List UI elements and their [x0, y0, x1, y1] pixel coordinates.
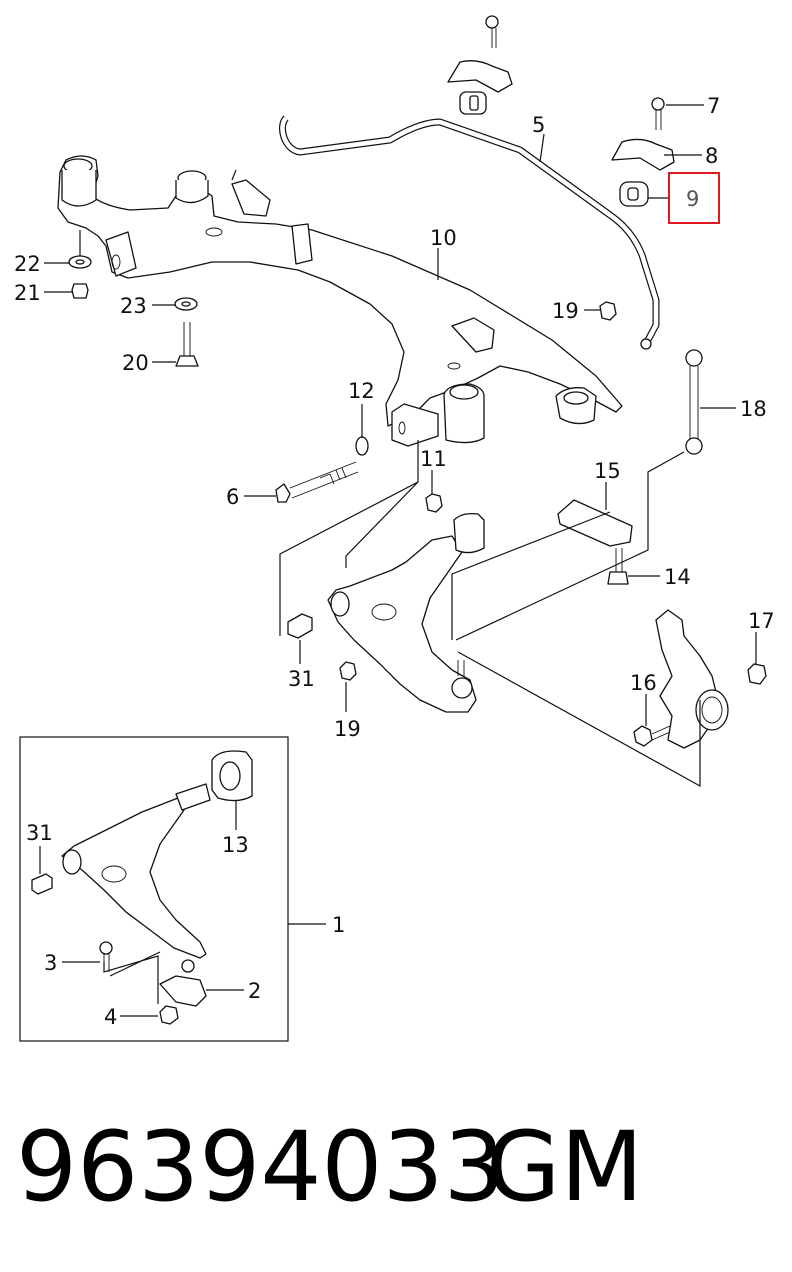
- label-3: 3: [44, 951, 57, 975]
- label-20: 20: [122, 351, 149, 375]
- crossmember: [57, 155, 623, 447]
- label-21: 21: [14, 281, 41, 305]
- label-22: 22: [14, 252, 41, 276]
- label-1: 1: [332, 913, 345, 937]
- label-6: 6: [226, 485, 239, 509]
- bolt-washer-12-6: [275, 436, 369, 503]
- bracket-group-right: [611, 97, 675, 207]
- label-10: 10: [430, 226, 457, 250]
- leader-lines: [39, 104, 757, 1017]
- label-11: 11: [420, 447, 447, 471]
- label-18: 18: [740, 397, 767, 421]
- label-15: 15: [594, 459, 621, 483]
- label-31-main: 31: [288, 667, 315, 691]
- highlight-box-part-9: [668, 172, 720, 224]
- brand-name: GM: [486, 1111, 644, 1223]
- label-5: 5: [532, 113, 545, 137]
- label-23: 23: [120, 294, 147, 318]
- callout-labels: 5 7 8 9 10 22 21 23 19 20 12 18 11 15 6 …: [14, 94, 775, 1029]
- label-8: 8: [705, 144, 718, 168]
- label-2: 2: [248, 979, 261, 1003]
- label-9: 9: [686, 187, 699, 211]
- label-19-bottom: 19: [334, 717, 361, 741]
- inset-assembly-box: [19, 736, 289, 1042]
- label-14: 14: [664, 565, 691, 589]
- label-17: 17: [748, 609, 775, 633]
- assembly-lines: [231, 169, 701, 788]
- nut-11: [425, 493, 443, 513]
- upper-bracket-bolt: [447, 15, 513, 115]
- lower-control-arm: [287, 512, 485, 713]
- stabilizer-link: [599, 301, 703, 455]
- bracket-15-bolt-14: [557, 499, 633, 585]
- label-19-top: 19: [552, 299, 579, 323]
- label-31-inset: 31: [26, 821, 53, 845]
- stabilizer-bar: [279, 115, 660, 350]
- part-number: 96394033: [16, 1111, 505, 1223]
- footer-caption: 96394033GM: [16, 1112, 776, 1222]
- label-13: 13: [222, 833, 249, 857]
- label-4: 4: [104, 1005, 117, 1029]
- label-7: 7: [707, 94, 720, 118]
- label-16: 16: [630, 671, 657, 695]
- label-12: 12: [348, 379, 375, 403]
- suspension-exploded-diagram: 5 7 8 9 10 22 21 23 19 20 12 18 11 15 6 …: [14, 15, 775, 1042]
- left-fasteners: [68, 255, 199, 367]
- steering-knuckle: [633, 609, 767, 749]
